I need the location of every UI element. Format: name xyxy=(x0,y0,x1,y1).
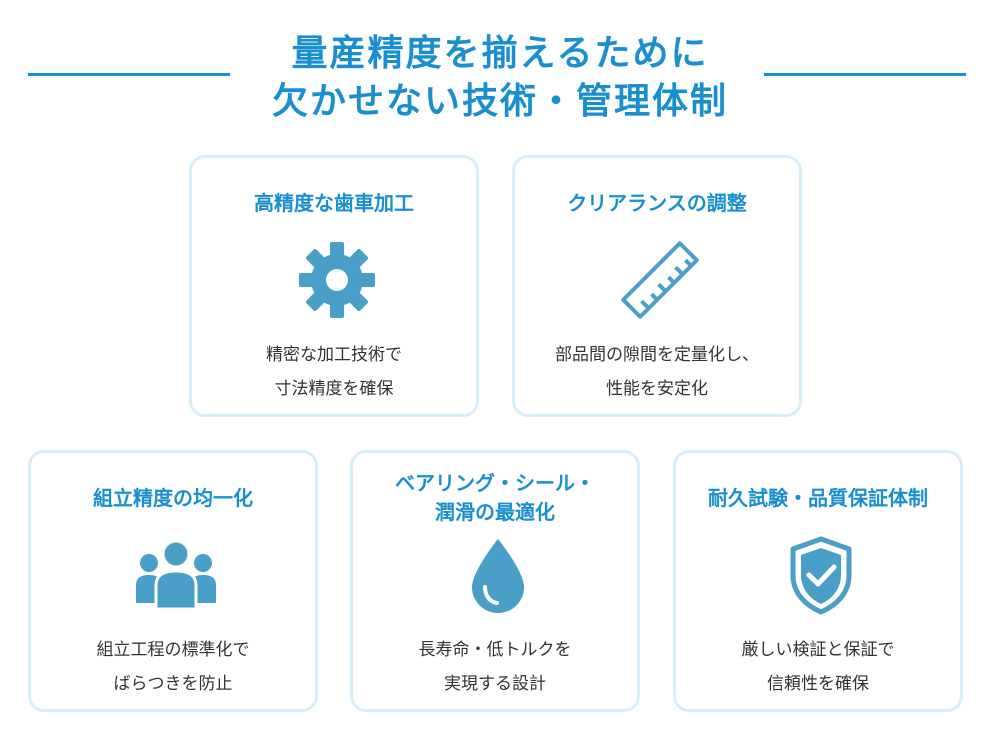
card-gear-machining: 高精度な歯車加工 精密な加工技術で 寸法精度を確保 xyxy=(189,155,479,417)
card-bearing-seal-lubrication: ベアリング・シール・ 潤滑の最適化 長寿命・低トルクを 実現する設計 xyxy=(350,450,640,712)
ruler-icon xyxy=(621,241,699,319)
card-description: 厳しい検証と保証で 信頼性を確保 xyxy=(676,633,960,701)
card-durability-quality-assurance: 耐久試験・品質保証体制 厳しい検証と保証で 信頼性を確保 xyxy=(673,450,963,712)
card-description-line1: 組立工程の標準化で xyxy=(96,640,250,660)
title-rule-left xyxy=(28,73,230,76)
card-title: 高精度な歯車加工 xyxy=(254,191,414,215)
card-title: クリアランスの調整 xyxy=(567,191,747,215)
page-title-line1: 量産精度を揃えるために xyxy=(291,33,709,74)
card-description-line1: 部品間の隙間を定量化し、 xyxy=(555,345,759,365)
card-description-line1: 厳しい検証と保証で xyxy=(741,640,895,660)
card-title: ベアリング・シール・ 潤滑の最適化 xyxy=(353,469,637,527)
card-description-line1: 精密な加工技術で xyxy=(266,345,402,365)
page-title: 量産精度を揃えるために 欠かせない技術・管理体制 xyxy=(200,30,800,126)
droplet-icon xyxy=(472,539,524,613)
card-description: 精密な加工技術で 寸法精度を確保 xyxy=(192,338,476,406)
card-description-line1: 長寿命・低トルクを xyxy=(418,640,572,660)
card-description: 部品間の隙間を定量化し、 性能を安定化 xyxy=(515,338,799,406)
page-title-line2: 欠かせない技術・管理体制 xyxy=(271,81,728,122)
card-title-line2: 潤滑の最適化 xyxy=(435,500,555,524)
card-description: 組立工程の標準化で ばらつきを防止 xyxy=(31,633,315,701)
title-rule-right xyxy=(764,73,966,76)
gear-icon xyxy=(299,242,375,318)
card-description: 長寿命・低トルクを 実現する設計 xyxy=(353,633,637,701)
team-icon xyxy=(136,539,216,611)
card-description-line2: 信頼性を確保 xyxy=(767,674,869,694)
card-title: 耐久試験・品質保証体制 xyxy=(708,486,928,510)
shield-check-icon xyxy=(790,536,852,615)
card-title-line1: ベアリング・シール・ xyxy=(395,471,595,495)
card-clearance-adjustment: クリアランスの調整 部品間の隙間を定量化し、 性能を安定化 xyxy=(512,155,802,417)
card-title: 組立精度の均一化 xyxy=(93,486,253,510)
card-description-line2: ばらつきを防止 xyxy=(113,674,233,694)
card-assembly-uniformity: 組立精度の均一化 組立工程の標準化で ばらつきを防止 xyxy=(28,450,318,712)
card-description-line2: 実現する設計 xyxy=(444,674,546,694)
card-description-line2: 寸法精度を確保 xyxy=(274,379,394,399)
card-description-line2: 性能を安定化 xyxy=(606,379,708,399)
